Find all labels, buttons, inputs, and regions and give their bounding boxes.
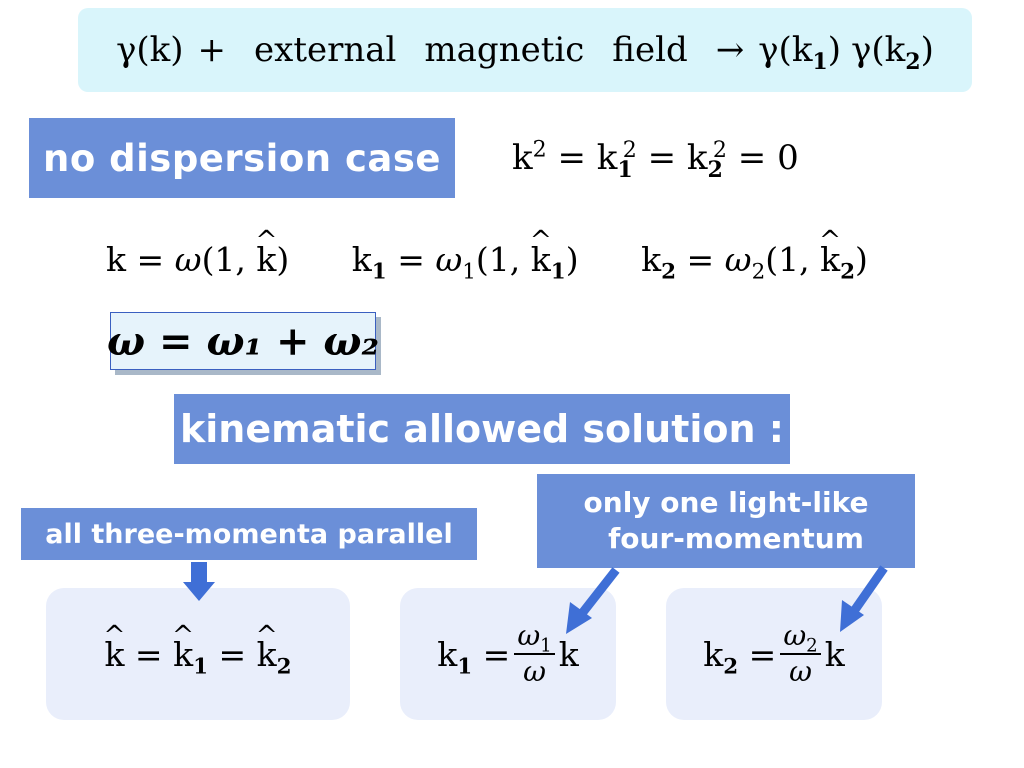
word-external: external — [254, 30, 397, 70]
no-dispersion-label: no dispersion case — [29, 118, 455, 198]
light-like-line2: four-momentum — [608, 522, 864, 555]
kinematic-solution-label: kinematic allowed solution : — [174, 394, 790, 464]
word-field: field — [612, 30, 688, 70]
gamma-k1: γ(k1) — [758, 30, 842, 75]
k1-equation: k1 = ω1(1, k1) — [352, 240, 579, 283]
energy-conservation-box: ω = ω₁ + ω₂ — [107, 312, 379, 370]
light-like-label: only one light-like four-momentum — [537, 474, 915, 568]
four-momenta-equations: k = ω(1, k) k1 = ω1(1, k1) k2 = ω2(1, k2… — [106, 240, 868, 283]
word-magnetic: magnetic — [424, 30, 585, 70]
k-equation: k = ω(1, k) — [106, 240, 289, 279]
parallel-result-box: k = k1 = k2 — [46, 588, 350, 720]
reaction-arrow: → — [715, 30, 745, 70]
k2-equation: k2 = ω2(1, k2) — [641, 240, 868, 283]
gamma-k2: γ(k2) — [851, 30, 934, 75]
gamma-k: γ(k) — [116, 30, 184, 70]
parallel-momenta-label: all three-momenta parallel — [21, 508, 477, 560]
reaction-equation: γ(k) + external magnetic field → γ(k1) γ… — [78, 8, 972, 92]
light-like-line1: only one light-like — [583, 486, 869, 519]
plus-sign: + — [197, 30, 227, 70]
mass-shell-equation: k2 = k12 = k22 = 0 — [512, 136, 799, 183]
